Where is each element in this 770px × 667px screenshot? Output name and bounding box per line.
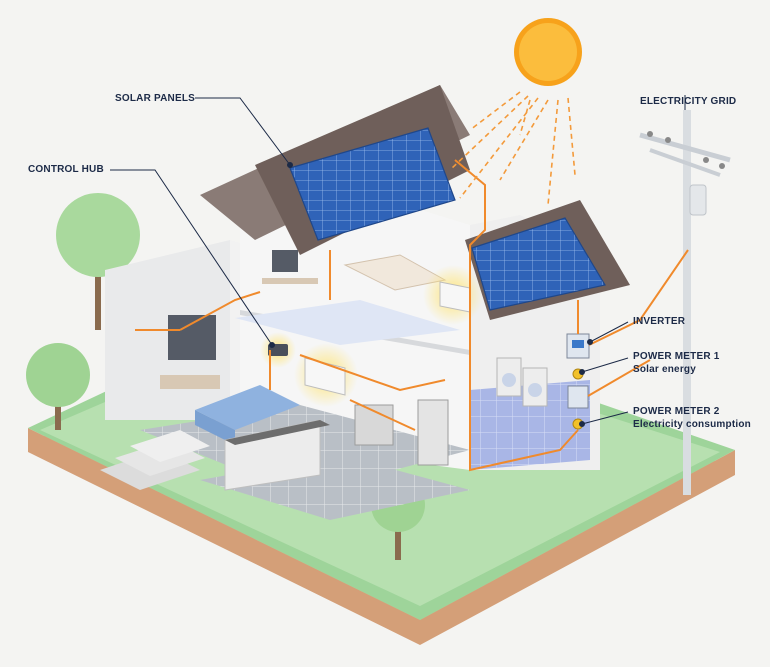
front-steps (100, 430, 210, 490)
power-wiring (135, 159, 689, 472)
power-meter-1-label: POWER METER 1 Solar energy (633, 351, 720, 375)
tree-icon (26, 343, 90, 430)
heater-icon (294, 343, 358, 407)
electricity-grid-label: ELECTRICITY GRID (640, 96, 737, 107)
kitchen-counter (224, 399, 449, 491)
heater-icon (423, 265, 483, 325)
sun-rays (449, 91, 576, 206)
desk-icon (262, 250, 318, 284)
sofa-icon (195, 385, 300, 445)
inverter-label: INVERTER (633, 316, 686, 327)
power-meter-1-title: POWER METER 1 (633, 351, 720, 362)
power-meter-1-subtitle: Solar energy (633, 364, 696, 375)
power-meter-2-title: POWER METER 2 (633, 406, 720, 417)
laundry-machines (496, 357, 548, 407)
solar-panel-icon (289, 127, 456, 241)
power-meter-2-subtitle: Electricity consumption (633, 419, 751, 430)
tv-icon (160, 315, 220, 389)
inverter-icon (566, 333, 590, 359)
laundry-floor (470, 380, 590, 470)
control-hub-label: CONTROL HUB (28, 164, 104, 175)
utility-pole-icon (639, 110, 731, 495)
leader-lines (110, 95, 686, 427)
control-hub-icon (260, 332, 296, 368)
solar-panel-icon (471, 217, 606, 311)
sun-icon (514, 18, 582, 86)
solar-panels-label: SOLAR PANELS (115, 93, 195, 104)
power-meter-2-label: POWER METER 2 Electricity consumption (633, 406, 751, 430)
tree-icon (56, 193, 140, 330)
